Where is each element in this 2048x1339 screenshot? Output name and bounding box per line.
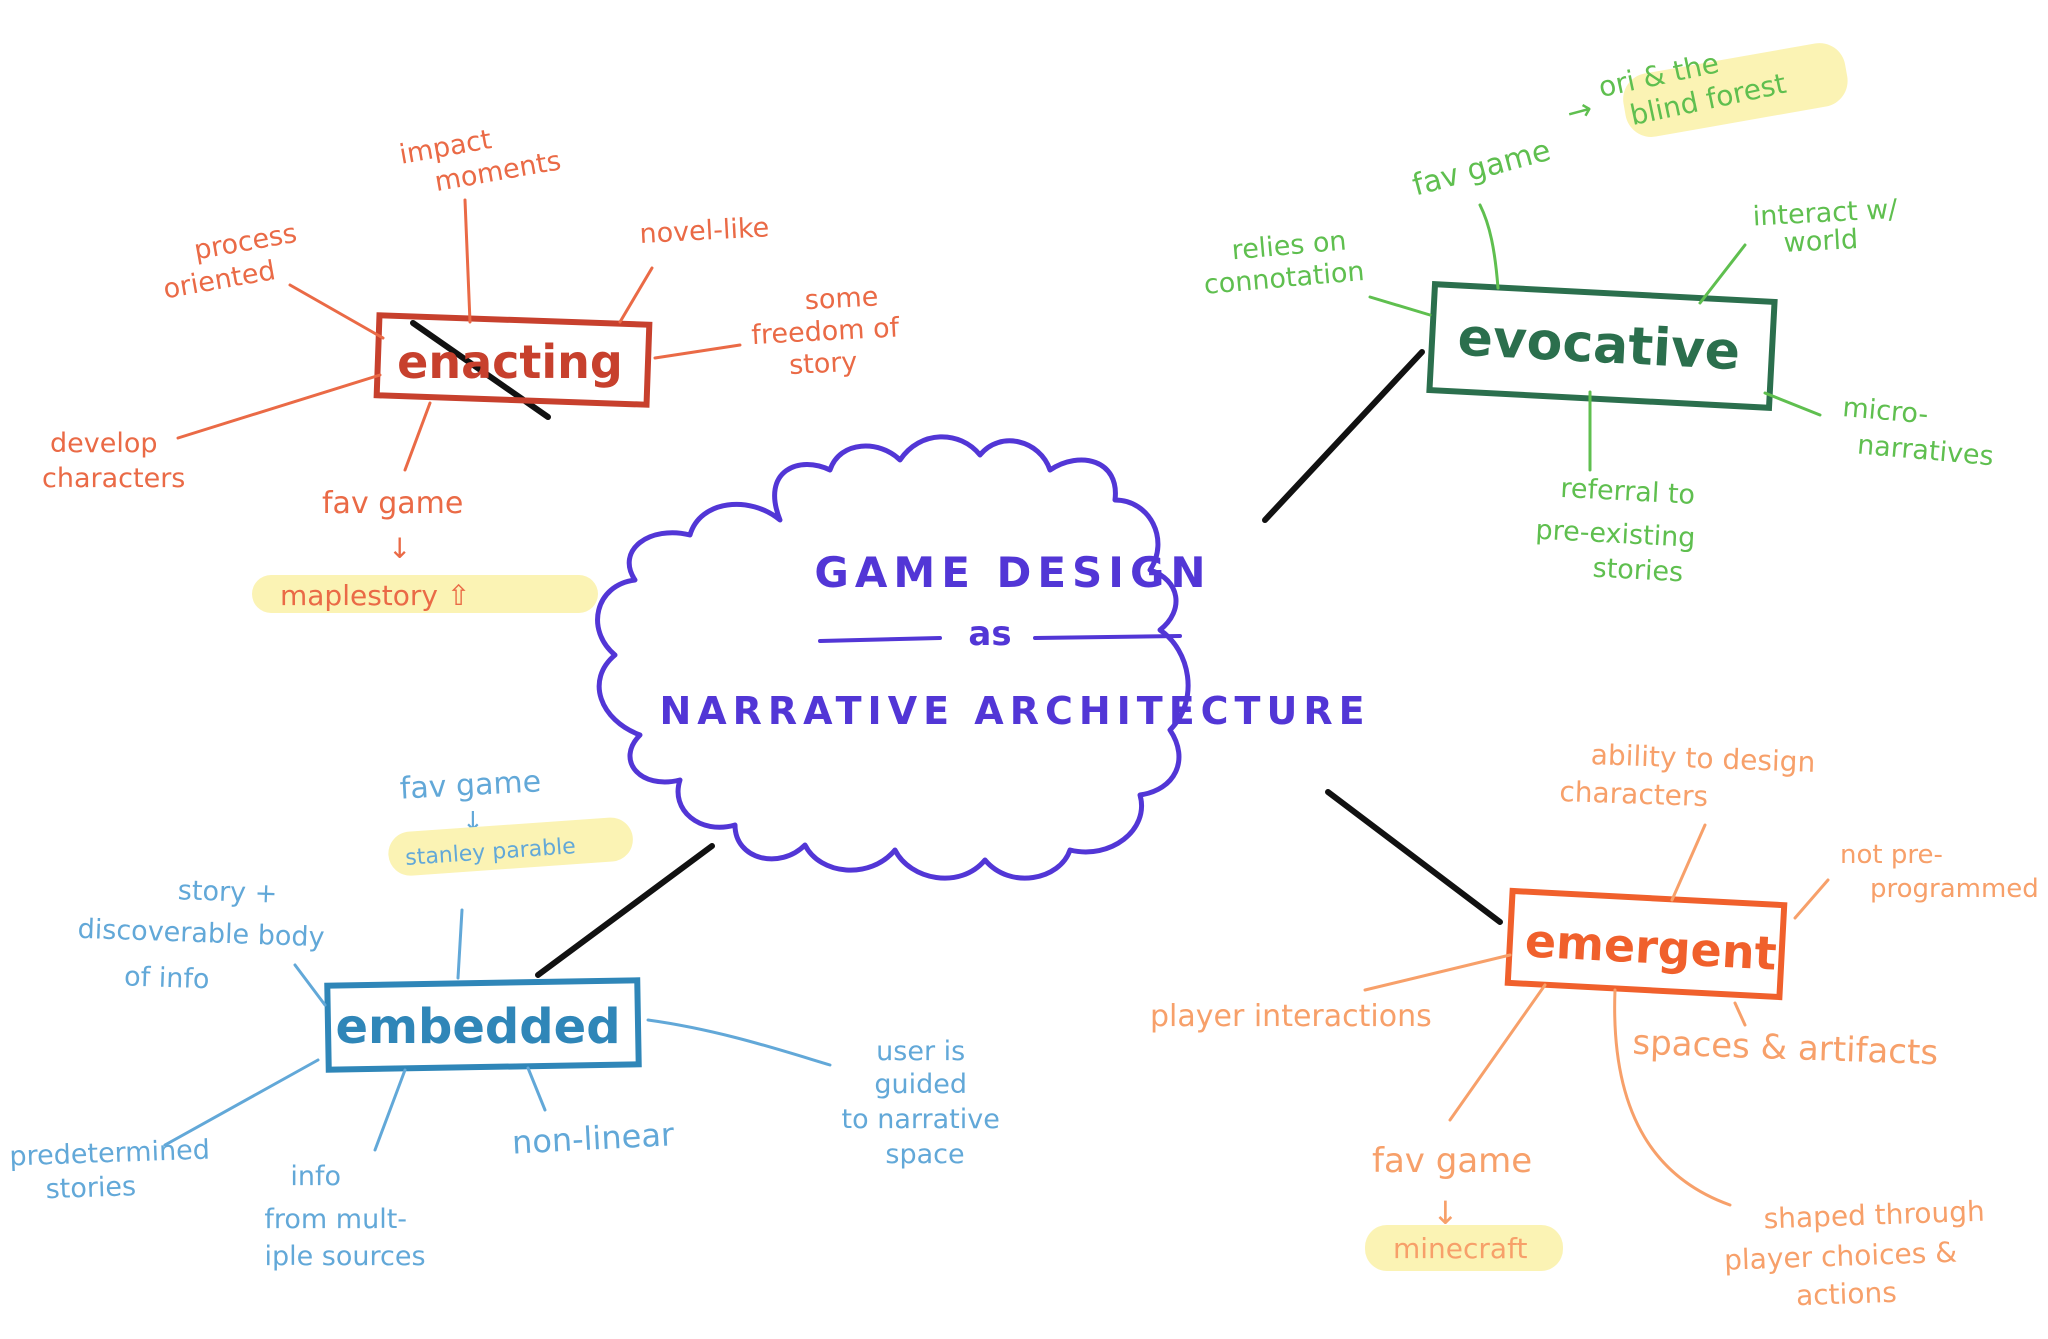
connector-evocative	[1262, 349, 1425, 523]
node-evocative-box	[1426, 281, 1778, 411]
leaf-predetermined-stories: predetermined stories	[9, 1134, 220, 1206]
connector-embedded	[535, 843, 715, 978]
node-emergent-label: emergent	[1524, 913, 1778, 980]
leaf-non-linear: non-linear	[511, 1115, 676, 1161]
center-divider-left	[818, 636, 942, 643]
leaf-referral-pre-existing: referral to pre-existing stories	[1533, 472, 1707, 590]
leaf-shaped-through: shaped through player choices & actions	[1722, 1194, 1997, 1314]
game-maplestory: maplestory ⇧	[280, 579, 470, 612]
embedded-branches	[163, 908, 832, 1152]
leaf-interact-world: interact w/ world	[1752, 194, 1908, 261]
emergent-branches	[1363, 823, 1830, 1207]
center-title-line3: NARRATIVE ARCHITECTURE	[659, 689, 1370, 733]
leaf-relies-on-connotation: relies on connotation	[1200, 224, 1366, 301]
node-evocative: evocative	[1426, 281, 1778, 411]
leaf-emergent-fav-game: fav game	[1372, 1141, 1532, 1181]
node-enacting-box	[373, 312, 653, 408]
leaf-info-multiple-sources: info from mult- iple sources	[264, 1161, 425, 1272]
node-embedded-label: embedded	[335, 999, 620, 1055]
leaf-enacting-fav-game: fav game	[322, 486, 463, 521]
leaf-story-discoverable: story + discoverable body of info	[76, 872, 336, 1000]
node-emergent: emergent	[1504, 887, 1788, 1001]
center-title-line1: GAME DESIGN	[814, 548, 1211, 597]
game-minecraft: minecraft	[1393, 1232, 1527, 1265]
center-divider-right	[1033, 634, 1182, 640]
emergent-leaves: ability to design characters not pre- pr…	[1150, 737, 2039, 1314]
node-enacting: enacting	[373, 312, 653, 408]
leaf-process-oriented: process oriented	[155, 216, 313, 305]
highlight-ori	[1623, 43, 1848, 137]
leaf-user-guided: user is guided to narrative space	[842, 1036, 1009, 1170]
node-embedded: embedded	[324, 977, 642, 1073]
highlight-minecraft	[1365, 1225, 1563, 1271]
leaf-evocative-arrow: →	[1563, 91, 1596, 131]
main-connectors	[410, 320, 1503, 978]
highlight-stanley	[388, 817, 633, 876]
leaf-novel-like: novel-like	[639, 212, 770, 250]
leaf-player-interactions: player interactions	[1150, 999, 1432, 1034]
leaf-evocative-fav-game: fav game	[1409, 133, 1555, 203]
leaf-not-pre-programmed: not pre- programmed	[1840, 840, 2039, 904]
evocative-branches	[1368, 203, 1822, 472]
enacting-branches	[176, 198, 742, 472]
leaf-spaces-artifacts: spaces & artifacts	[1632, 1023, 1939, 1074]
center-title-line2: as	[968, 614, 1011, 654]
highlight-maplestory	[252, 575, 598, 613]
node-enacting-label: enacting	[397, 335, 623, 389]
connector-emergent	[1325, 789, 1503, 925]
leaf-enacting-arrow: ↓	[388, 532, 411, 565]
leaf-micro-narratives: micro- narratives	[1838, 392, 1998, 472]
node-emergent-box	[1504, 887, 1788, 1001]
embedded-leaves: fav game ↓ story + discoverable body of …	[9, 764, 1009, 1272]
node-embedded-box	[324, 977, 642, 1073]
leaf-develop-characters: develop characters	[42, 428, 185, 494]
leaf-ability-design: ability to design characters	[1559, 737, 1825, 817]
node-evocative-label: evocative	[1456, 308, 1741, 383]
leaf-freedom-of-story: some freedom of story	[749, 280, 910, 383]
center-cloud	[595, 434, 1191, 881]
leaf-embedded-fav-game: fav game	[399, 764, 542, 806]
leaf-impact-moments: impact moments	[397, 113, 563, 203]
